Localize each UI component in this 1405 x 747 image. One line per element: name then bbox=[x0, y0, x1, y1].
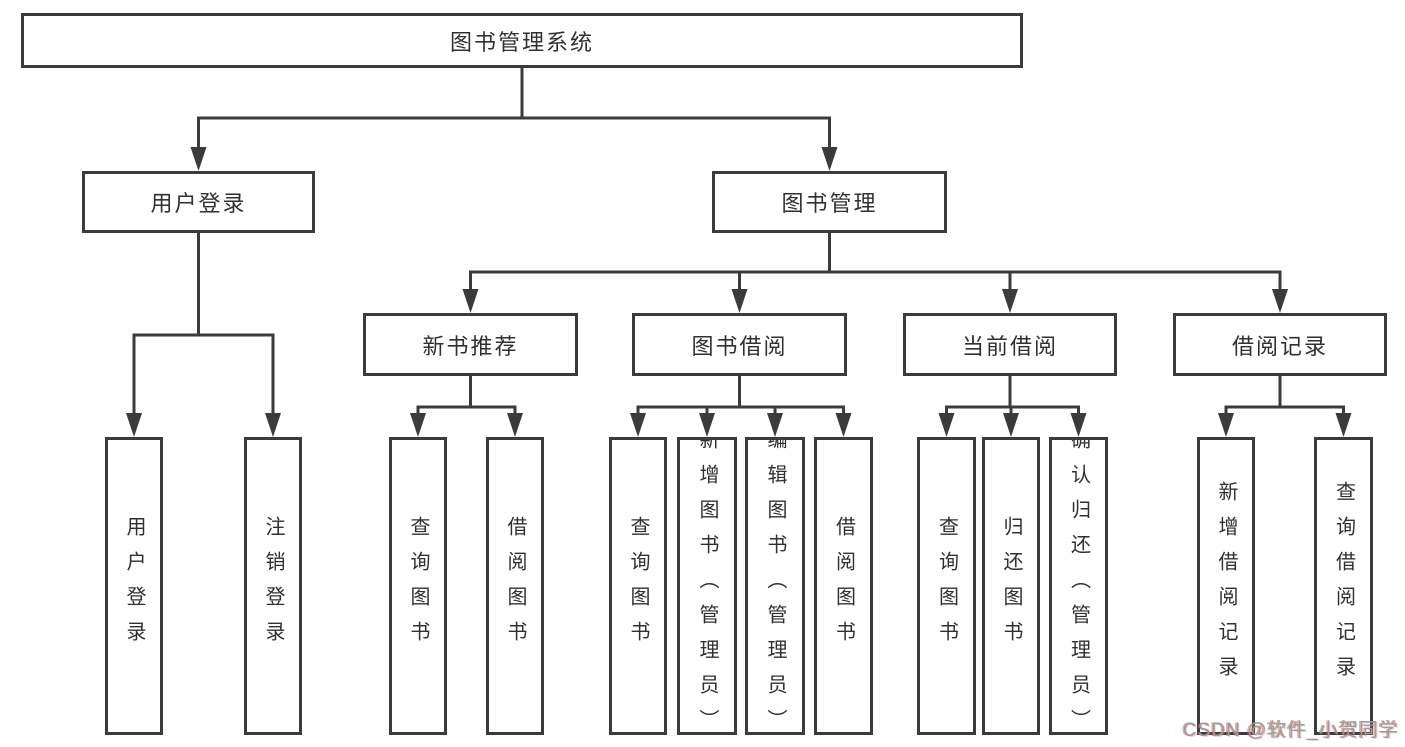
node-user-login-leaf: 用户登录 bbox=[105, 437, 163, 735]
node-user-login: 用户登录 bbox=[82, 171, 315, 233]
node-bb-add-books: 新增图书（管理员） bbox=[677, 437, 737, 735]
arrowhead bbox=[821, 147, 838, 171]
arrowhead bbox=[1335, 413, 1352, 437]
node-cb-query-books: 查询图书 bbox=[917, 437, 976, 735]
node-br-query-record: 查询借阅记录 bbox=[1314, 437, 1373, 735]
node-bb-borrow-books: 借阅图书 bbox=[814, 437, 873, 735]
node-rec-query-books: 查询图书 bbox=[389, 437, 447, 735]
node-rec-borrow-books: 借阅图书 bbox=[486, 437, 544, 735]
arrowhead bbox=[835, 413, 852, 437]
node-borrow-records: 借阅记录 bbox=[1173, 313, 1387, 376]
node-new-book-rec: 新书推荐 bbox=[363, 313, 578, 376]
arrowhead bbox=[938, 413, 955, 437]
arrowhead bbox=[699, 413, 715, 437]
connector-book-mgmt bbox=[462, 231, 1288, 313]
node-current-borrow: 当前借阅 bbox=[903, 313, 1117, 376]
node-cb-confirm-return: 确认归还（管理员） bbox=[1049, 437, 1108, 735]
arrowhead bbox=[126, 413, 142, 437]
connector-current-borrow bbox=[938, 374, 1087, 437]
node-logout-leaf: 注销登录 bbox=[244, 437, 302, 735]
arrowhead bbox=[410, 413, 426, 437]
connector-root bbox=[190, 66, 838, 171]
node-bb-query-books: 查询图书 bbox=[609, 437, 667, 735]
arrowhead bbox=[265, 413, 281, 437]
arrowhead bbox=[507, 413, 523, 437]
arrowhead bbox=[1070, 413, 1087, 437]
arrowhead bbox=[462, 289, 479, 313]
node-book-borrow: 图书借阅 bbox=[632, 313, 847, 376]
csdn-watermark: CSDN @软件_小贺同学 bbox=[1183, 720, 1399, 741]
connector-book-borrow bbox=[630, 374, 852, 437]
connector-user-login bbox=[126, 231, 281, 437]
connector-new-book-rec bbox=[410, 374, 523, 437]
node-cb-return-books: 归还图书 bbox=[982, 437, 1040, 735]
node-br-add-record: 新增借阅记录 bbox=[1197, 437, 1255, 735]
node-root: 图书管理系统 bbox=[21, 13, 1023, 68]
arrowhead bbox=[630, 413, 646, 437]
arrowhead bbox=[1272, 289, 1288, 313]
arrowhead bbox=[190, 147, 207, 171]
node-bb-edit-books: 编辑图书（管理员） bbox=[745, 437, 805, 735]
arrowhead bbox=[1218, 413, 1234, 437]
arrowhead bbox=[767, 413, 783, 437]
arrowhead bbox=[1003, 413, 1019, 437]
connector-borrow-records bbox=[1218, 374, 1352, 437]
arrowhead bbox=[1002, 289, 1018, 313]
node-book-mgmt: 图书管理 bbox=[712, 171, 947, 233]
arrowhead bbox=[731, 289, 748, 313]
